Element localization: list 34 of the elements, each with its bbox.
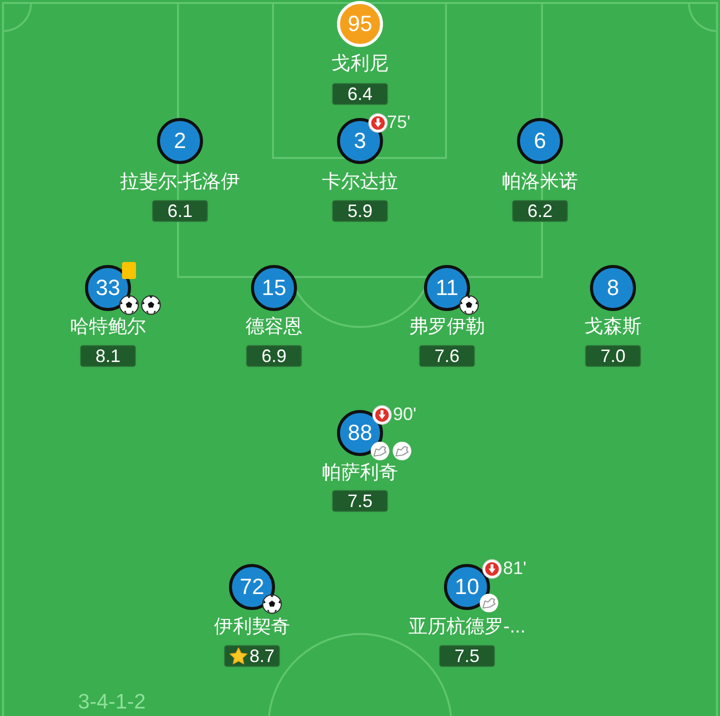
player-name: 帕萨利奇 xyxy=(322,464,398,484)
rating-badge: 5.9 xyxy=(332,200,388,222)
player-name: 哈特鲍尔 xyxy=(70,318,146,338)
player-name: 拉斐尔-托洛伊 xyxy=(120,172,240,194)
minute-label: 75' xyxy=(387,113,410,133)
minute-label: 81' xyxy=(503,559,526,579)
player-name: 戈森斯 xyxy=(584,318,642,338)
rating-badge: 6.4 xyxy=(332,83,388,105)
rating-badge: 6.2 xyxy=(512,200,568,222)
player-circle: 8 xyxy=(590,265,636,311)
player-name: 戈利尼 xyxy=(332,54,388,76)
player-name: 德容恩 xyxy=(246,318,302,338)
rating-value: 8.7 xyxy=(249,646,275,666)
keeper-circle: 95 xyxy=(337,1,383,47)
rating-badge: 7.5 xyxy=(332,490,388,512)
player-circle: 15 xyxy=(251,265,297,311)
player-circle: 72 xyxy=(229,564,275,610)
rating-badge: 6.9 xyxy=(246,345,302,367)
player-circle: 3 xyxy=(337,118,383,164)
rating-badge: 6.1 xyxy=(152,200,208,222)
player-circle: 6 xyxy=(517,118,563,164)
rating-badge: 7.6 xyxy=(419,345,475,367)
player-circle: 11 xyxy=(424,265,470,311)
player-name: 弗罗伊勒 xyxy=(409,318,485,338)
player-name: 伊利契奇 xyxy=(214,618,290,638)
rating-badge: 8.1 xyxy=(80,345,136,367)
formation-label: 3-4-1-2 xyxy=(78,690,146,714)
player-name: 卡尔达拉 xyxy=(322,172,398,194)
rating-badge: 7.0 xyxy=(585,345,641,367)
player-name: 帕洛米诺 xyxy=(502,172,578,194)
player-name: 亚历杭德罗-... xyxy=(408,618,526,638)
minute-label: 90' xyxy=(393,405,416,425)
rating-badge: 7.5 xyxy=(439,645,495,667)
player-circle: 2 xyxy=(157,118,203,164)
